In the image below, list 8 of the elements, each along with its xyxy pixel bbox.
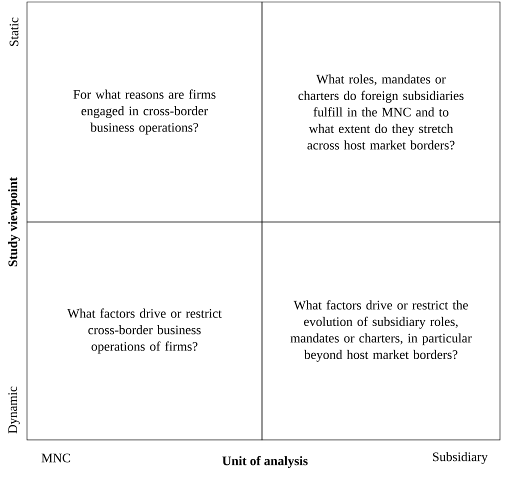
matrix-cell: What roles, mandates or charters do foreign subsidiaries fulfill in the MNC and to what extent do they stretch across host market borders? — [262, 2, 500, 222]
axis-title: Study viewpoint — [8, 177, 20, 266]
axis-end-label: Subsidiary — [433, 452, 488, 464]
axis-title: Unit of analysis — [222, 456, 308, 468]
matrix-cell: What factors drive or restrict cross-border business operations of firms? — [26, 222, 262, 440]
matrix-cell: For what reasons are firms engaged in cross-border business operations? — [26, 2, 262, 222]
matrix-cell: What factors drive or restrict the evolution of subsidiary roles, mandates or charters, in particular beyond host market borders? — [262, 222, 500, 440]
axis-end-label: MNC — [42, 454, 70, 462]
